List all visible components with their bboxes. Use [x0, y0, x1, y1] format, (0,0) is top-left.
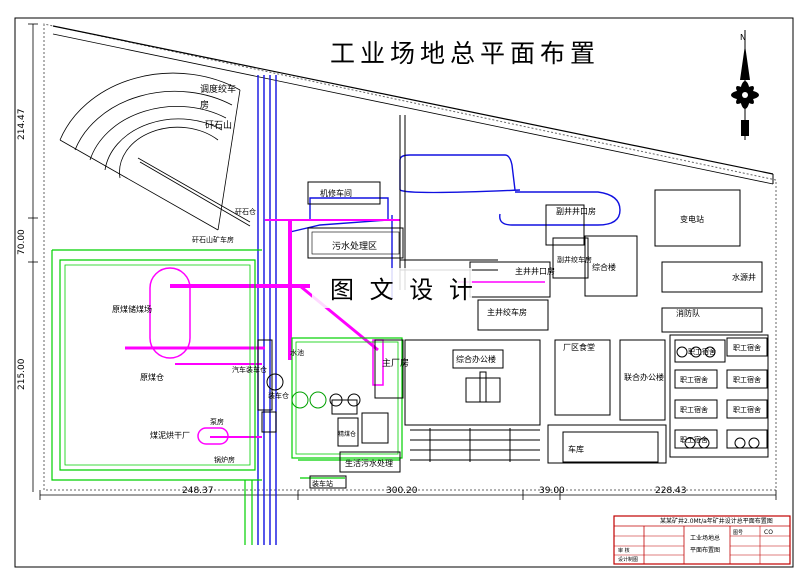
label-dorm-f: 职工宿舍 [733, 405, 761, 414]
conveyor-pipelines [125, 219, 545, 445]
title-block-name-2: 平面布置图 [690, 546, 720, 554]
label-machine-repair: 机修车间 [320, 188, 352, 198]
label-dorm-b: 职工宿舍 [733, 343, 761, 352]
label-winch-room: 调度绞车 [200, 83, 236, 95]
label-main-shaft-winch: 主井绞车房 [487, 307, 527, 317]
label-fire: 消防队 [676, 308, 700, 318]
label-shaft-winch: 副井绞车房 [557, 255, 592, 264]
dim-left-mid: 70.00 [17, 229, 27, 255]
label-pump-room: 泵房 [210, 417, 224, 426]
label-main-shaft-mouth: 主井井口房 [515, 266, 555, 276]
dimension-lines [28, 23, 777, 500]
label-sewage: 生活污水处理 [345, 458, 393, 468]
label-dorm-main: 联合办公楼 [624, 372, 664, 382]
label-water-well: 水源井 [732, 272, 756, 282]
circular-tanks [266, 346, 760, 449]
title-block-code: CO [764, 529, 773, 536]
site-boundary [43, 23, 777, 491]
dim-left-top: 214.47 [17, 109, 27, 141]
building-labels: 机修车间 污水处理区 副井井口房 副井绞车房 综合楼 变电站 主井井口房 主井绞… [112, 188, 761, 488]
label-boiler-room: 锅炉房 [214, 455, 235, 464]
label-loading: 装车仓 [268, 391, 289, 400]
label-coal-yard: 原煤储煤场 [112, 304, 152, 314]
label-water-tank: 水池 [290, 348, 304, 357]
label-winch-room-2: 房 [200, 99, 209, 111]
label-wastewater: 污水处理区 [332, 240, 377, 252]
label-substation: 变电站 [680, 214, 704, 224]
boundary-road-top-inner [52, 33, 774, 185]
north-arrow-icon: N [731, 30, 759, 140]
dim-bottom-d: 228.43 [655, 486, 687, 496]
label-gangue-storage: 矸石山矿车房 [192, 235, 234, 244]
dim-bottom-a: 248.37 [182, 486, 214, 496]
label-dorm-e: 职工宿舍 [680, 405, 708, 414]
label-clean-coal: 精煤仓 [338, 430, 356, 438]
label-dorm-g: 职工宿舍 [680, 435, 708, 444]
boundary-road-top [52, 25, 774, 175]
buildings [257, 115, 769, 489]
label-railway-station: 装车站 [312, 479, 333, 488]
title-block-row-a: 图号 [733, 530, 743, 536]
label-gangue-hill: 矸石山 [205, 120, 232, 131]
watermark: 图 文 设 计 [330, 276, 477, 304]
title-block [613, 515, 791, 565]
label-gangue-dump: 矸石仓 [235, 207, 256, 216]
label-dorm-a: 职工宿舍 [688, 347, 716, 356]
svg-text:N: N [740, 33, 746, 42]
label-secondary-shaft: 副井井口房 [556, 206, 596, 216]
drawing-title: 工业场地总平面布置 [330, 39, 600, 68]
title-block-header: 某某矿井2.0Mt/a年矿井设计总平面布置图 [660, 517, 773, 525]
dim-left-bottom: 215.00 [17, 358, 27, 390]
dim-bottom-c: 39.00 [539, 486, 565, 496]
label-garage: 车库 [568, 444, 584, 454]
label-canteen: 厂区食堂 [563, 342, 595, 352]
title-block-name-1: 工业场地总 [690, 534, 720, 542]
gangue-hill-arcs [59, 72, 251, 231]
label-lamp-room: 综合楼 [592, 262, 616, 272]
title-block-row-d: 设计制图 [618, 556, 638, 563]
railway-lines [257, 75, 621, 545]
label-dorm-c: 职工宿舍 [680, 375, 708, 384]
drawing-frame [14, 17, 794, 568]
label-office: 综合办公楼 [456, 354, 496, 364]
title-block-row-c: 审 核 [618, 547, 630, 554]
watermark-box [312, 268, 472, 308]
label-dorm-d: 职工宿舍 [733, 375, 761, 384]
label-main-plant: 主厂房 [382, 357, 409, 369]
label-coal-dryer: 煤泥烘干厂 [150, 430, 190, 440]
label-truck-bin: 汽车装车仓 [232, 365, 267, 374]
label-raw-coal-bin: 原煤仓 [140, 372, 164, 382]
dim-bottom-b: 300.20 [386, 486, 418, 496]
